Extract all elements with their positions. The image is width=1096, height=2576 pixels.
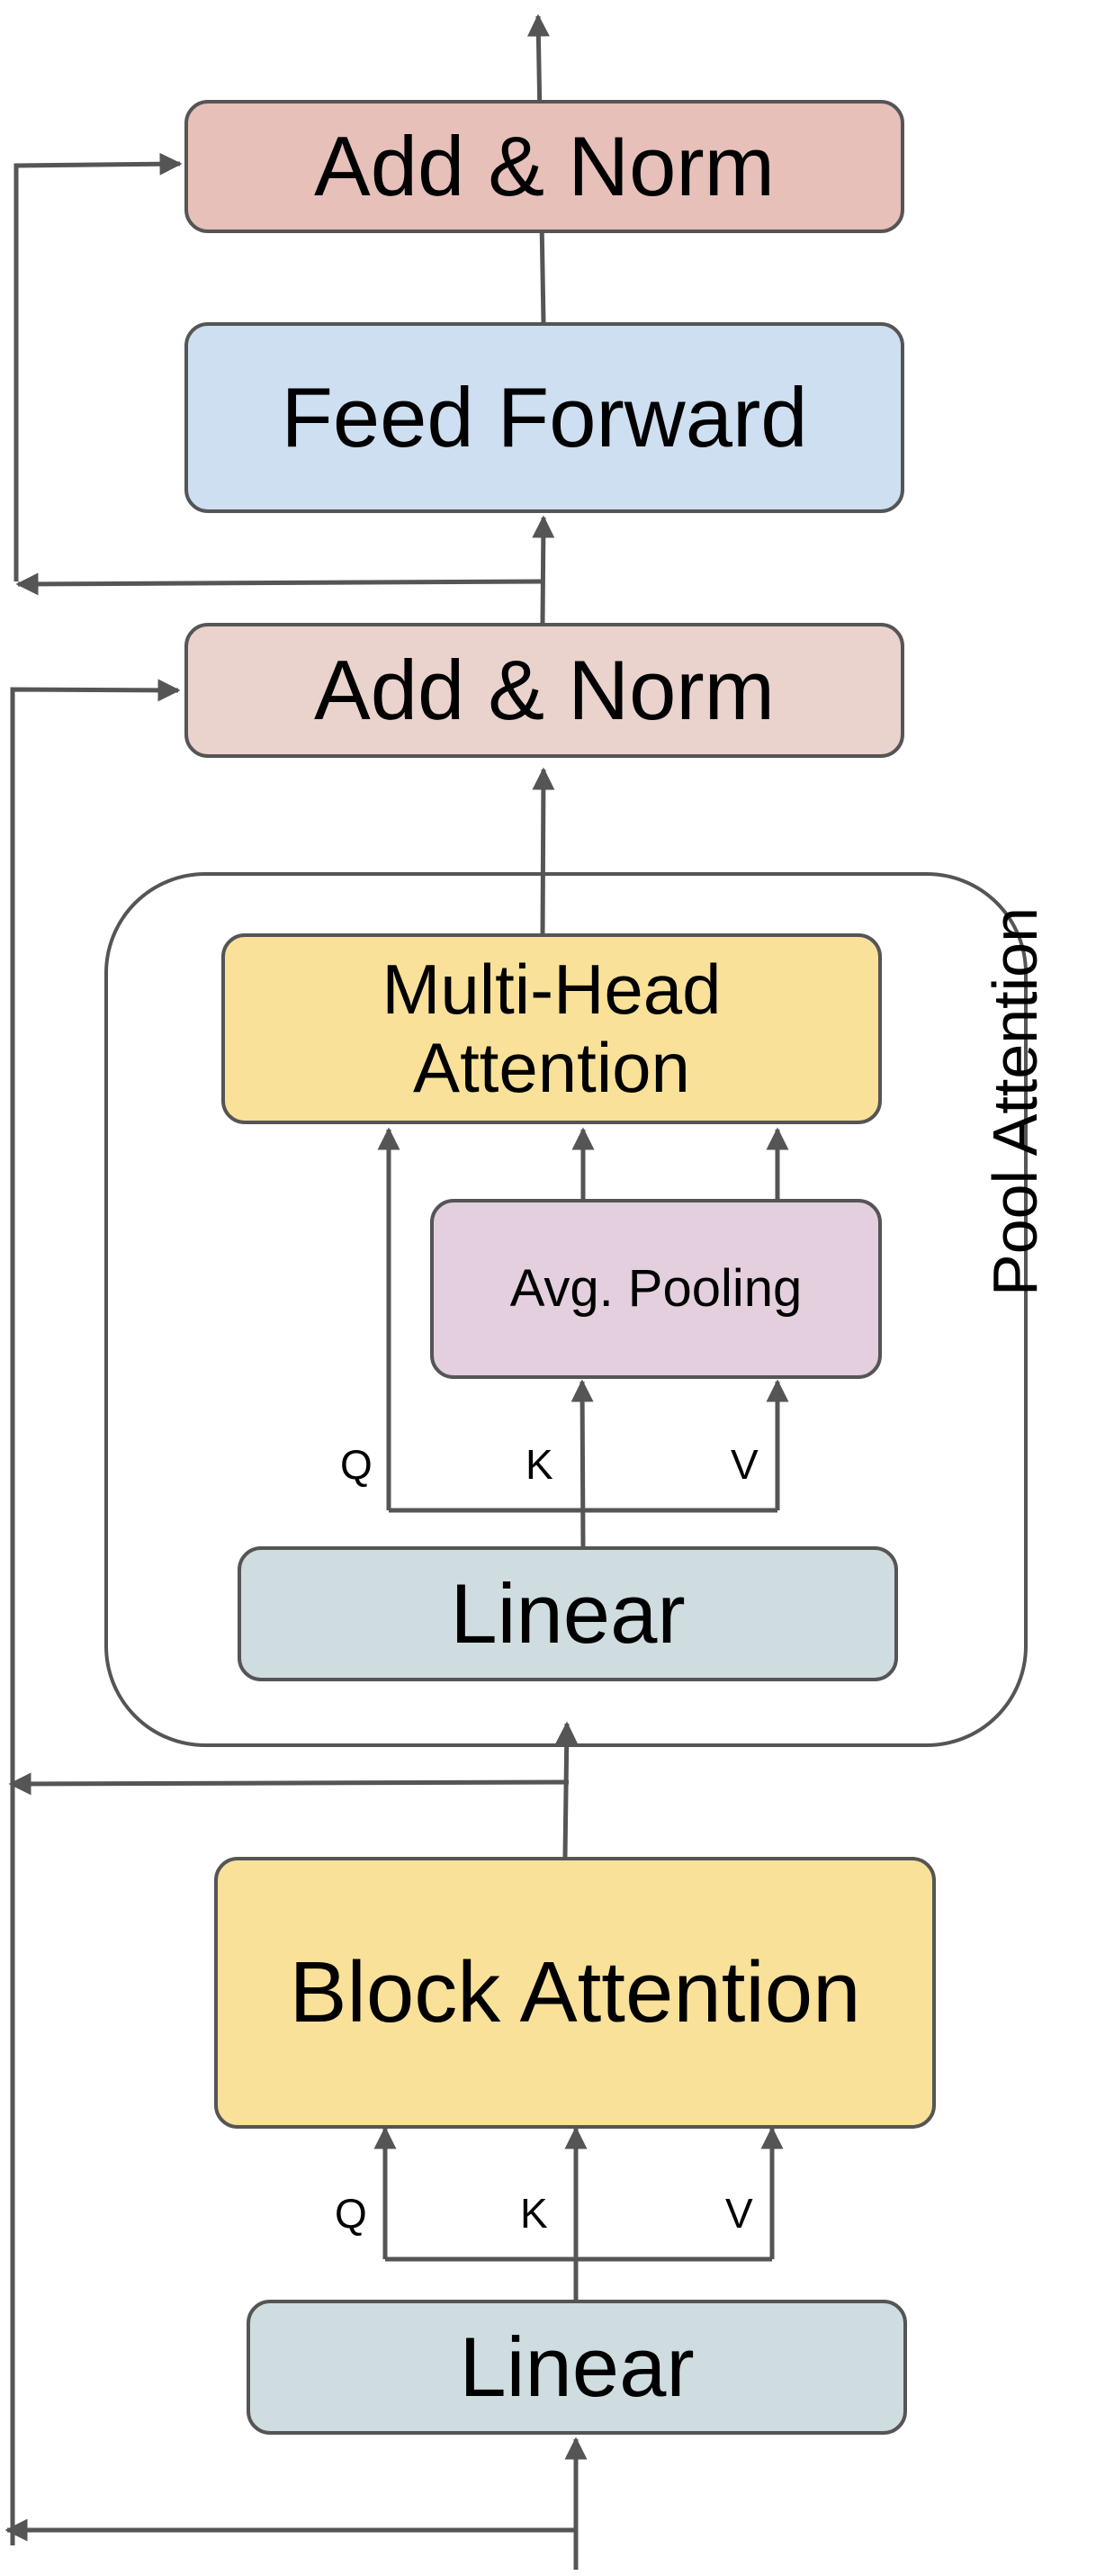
multi-head-label-line2: Attention	[413, 1028, 690, 1107]
residual-long	[10, 679, 181, 2545]
block-v-label: V	[725, 2190, 753, 2237]
residual-mid-branch	[8, 1772, 570, 1796]
multi-head-label-line1: Multi-Head	[382, 949, 722, 1029]
block-to-linear-arrow	[555, 1721, 579, 1858]
block-attention-box: Block Attention	[214, 1857, 936, 2129]
linear-block-box: Linear	[247, 2300, 907, 2435]
addnorm-to-ff-arrow	[532, 515, 555, 624]
residual-top	[13, 152, 183, 581]
pool-attention-label: Pool Attention	[980, 907, 1050, 1296]
mha-to-addnorm-arrow	[532, 767, 555, 938]
multi-head-attention-box: Multi-Head Attention	[221, 933, 882, 1124]
linear-pool-box: Linear	[238, 1546, 898, 1681]
add-norm-top-label: Add & Norm	[314, 119, 775, 214]
add-norm-top-box: Add & Norm	[184, 100, 904, 233]
residual-top-branch	[15, 572, 544, 596]
pool-v-label: V	[731, 1441, 759, 1488]
feed-forward-box: Feed Forward	[184, 322, 904, 513]
pool-q-label: Q	[340, 1441, 373, 1488]
linear-pool-label: Linear	[450, 1566, 686, 1662]
block-attention-label: Block Attention	[289, 1944, 861, 2041]
add-norm-mid-box: Add & Norm	[184, 623, 904, 758]
linear-to-pool-k-arrow	[570, 1379, 594, 1547]
block-q-label: Q	[335, 2190, 367, 2237]
pool-k-label: K	[526, 1441, 553, 1488]
add-norm-mid-label: Add & Norm	[314, 643, 775, 738]
block-k-label: K	[520, 2190, 548, 2237]
feed-forward-label: Feed Forward	[281, 370, 808, 465]
linear-block-label: Linear	[459, 2319, 695, 2415]
avg-pooling-label: Avg. Pooling	[509, 1258, 803, 1318]
avg-pooling-box: Avg. Pooling	[430, 1199, 882, 1379]
